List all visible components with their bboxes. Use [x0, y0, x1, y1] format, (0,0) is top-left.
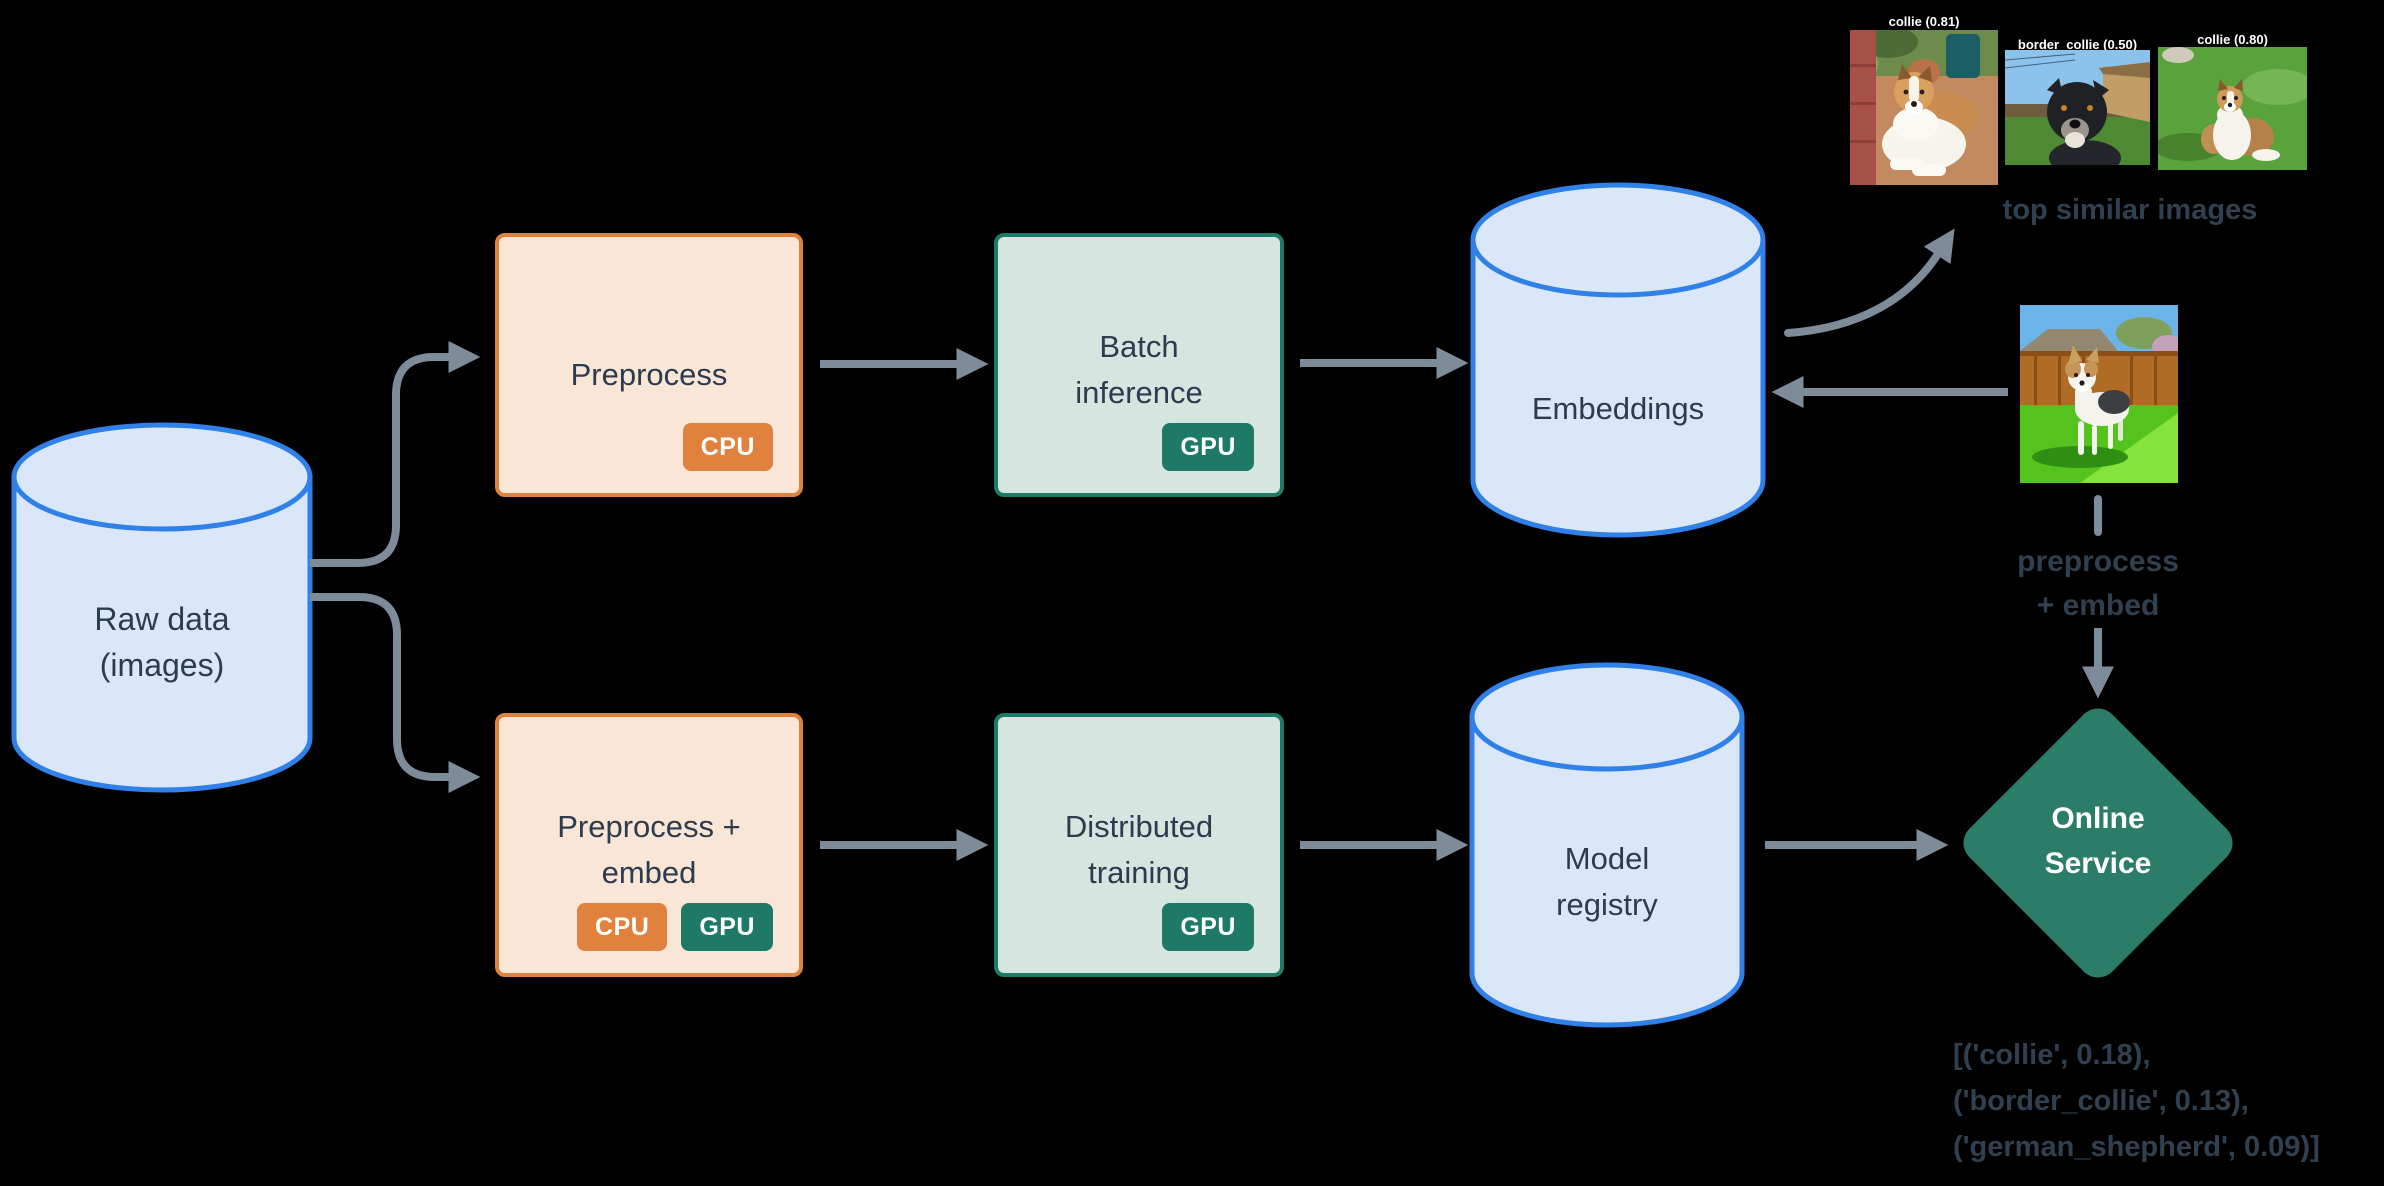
similar-image-2-illustration [2005, 50, 2150, 165]
embeddings-label: Embeddings [1531, 391, 1705, 426]
preprocess-label: Preprocess [570, 357, 728, 392]
distributed-training-label-line1: Distributed [1064, 809, 1214, 844]
batch-inference-box: Batch inference GPU [994, 233, 1284, 497]
similar-image-1-illustration [1850, 30, 1998, 185]
query-note-label: preprocess + embed [1990, 540, 2206, 628]
cpu-badge: CPU [682, 423, 773, 471]
similar-image-3 [2158, 47, 2307, 170]
batch-inference-label-line2: inference [1075, 375, 1203, 410]
similar-image-3-illustration [2158, 47, 2307, 170]
arrow-rawdata-to-preprocess [310, 341, 481, 567]
service-results-text: [('collie', 0.18), ('border_collie', 0.1… [1953, 1032, 2320, 1170]
raw-data-label-line1: Raw data [94, 601, 230, 637]
preprocess-embed-label-line1: Preprocess + [557, 809, 741, 844]
preprocess-embed-badges: CPU GPU [577, 903, 773, 951]
service-results-line3: ('german_shepherd', 0.09)] [1953, 1131, 2320, 1163]
online-service-label: Online Service [1997, 796, 2199, 886]
arrow-rawdata-to-preprocess-embed [310, 593, 481, 793]
distributed-training-box: Distributed training GPU [994, 713, 1284, 977]
batch-inference-label-line1: Batch [1099, 329, 1179, 364]
raw-data-label: Raw data (images) [14, 596, 310, 688]
similar-image-2-caption: border_collie (0.50) [2017, 37, 2138, 52]
gpu-badge: GPU [1162, 903, 1254, 951]
arrow-embeddings-to-similar-images [1784, 228, 1955, 337]
raw-data-label-line2: (images) [99, 647, 225, 683]
similar-image-1 [1850, 30, 1998, 185]
distributed-training-badges: GPU [1162, 903, 1254, 951]
similar-image-1-caption: collie (0.81) [1888, 14, 1960, 29]
service-results-line2: ('border_collie', 0.13), [1953, 1085, 2249, 1117]
top-similar-images-label: top similar images [2002, 194, 2258, 226]
preprocess-embed-box: Preprocess + embed CPU GPU [495, 713, 803, 977]
preprocess-embed-label: Preprocess + embed [499, 804, 799, 896]
query-note-line2: + embed [2036, 589, 2160, 622]
query-image [2020, 305, 2178, 483]
model-registry-label: Model registry [1472, 836, 1742, 928]
cpu-badge: CPU [577, 903, 668, 951]
similar-image-2 [2005, 50, 2150, 165]
distributed-training-label-line2: training [1088, 855, 1190, 890]
gpu-badge: GPU [681, 903, 773, 951]
preprocess-embed-label-line2: embed [601, 855, 697, 890]
model-registry-label-line2: registry [1556, 887, 1658, 922]
online-service-label-line1: Online [2051, 802, 2145, 835]
query-note-line1: preprocess [2017, 545, 2179, 578]
service-results-line1: [('collie', 0.18), [1953, 1039, 2151, 1071]
embeddings-cylinder [1470, 182, 1766, 538]
distributed-training-label: Distributed training [998, 804, 1280, 896]
gpu-badge: GPU [1162, 423, 1254, 471]
online-service-label-line2: Service [2044, 847, 2152, 880]
batch-inference-label: Batch inference [998, 324, 1280, 416]
batch-inference-badges: GPU [1162, 423, 1254, 471]
query-image-illustration [2020, 305, 2178, 483]
preprocess-box: Preprocess CPU [495, 233, 803, 497]
preprocess-badges: CPU [682, 423, 773, 471]
model-registry-label-line1: Model [1564, 841, 1650, 876]
similar-image-3-caption: collie (0.80) [2197, 32, 2268, 47]
